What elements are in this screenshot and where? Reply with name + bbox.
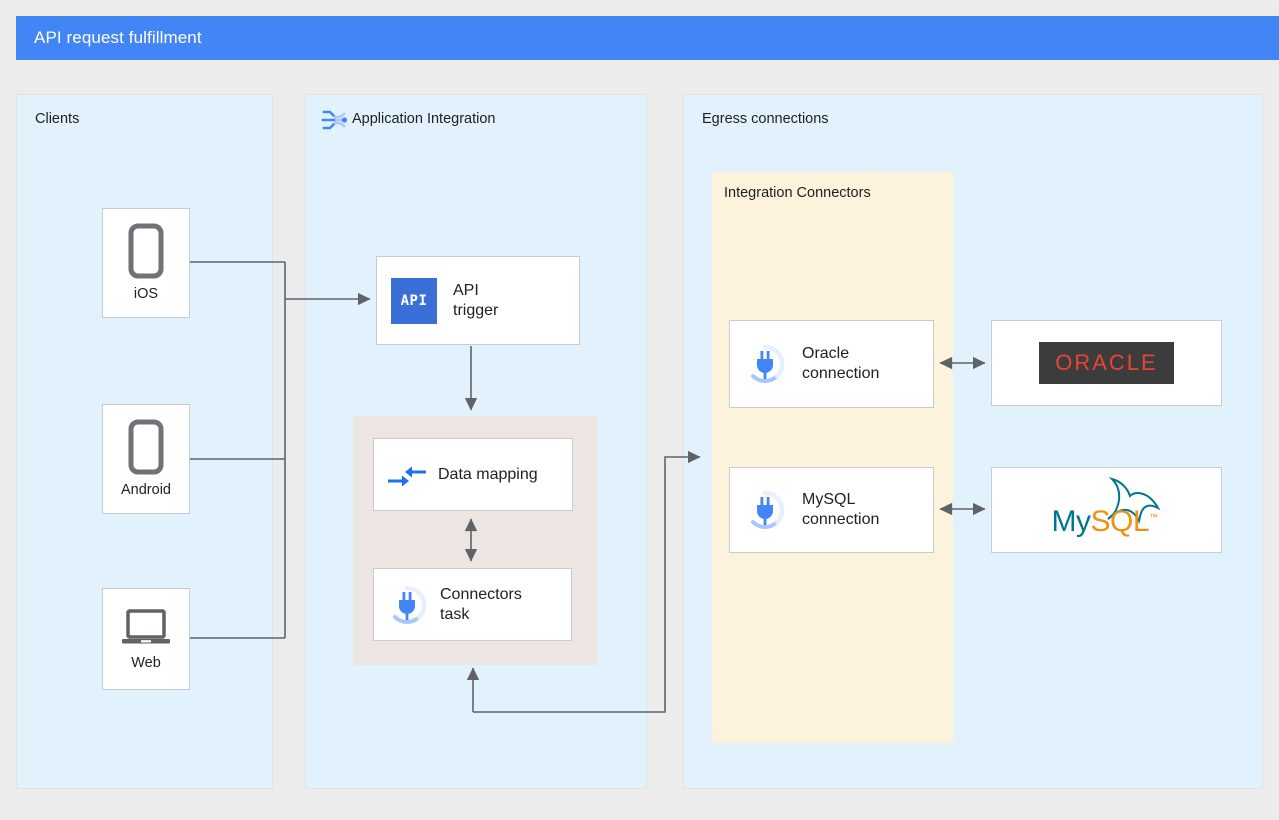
mysql-logo: MySQL™ xyxy=(1032,475,1182,545)
panel-clients-label: Clients xyxy=(35,111,80,127)
oracle-backend-card: ORACLE xyxy=(991,320,1222,406)
phone-icon xyxy=(124,223,168,281)
mysql-logo-text-sql: SQL xyxy=(1090,505,1150,538)
mysql-dolphin-icon xyxy=(1100,475,1162,530)
mysql-connection-label: MySQL connection xyxy=(802,491,880,528)
api-badge-icon: API xyxy=(391,277,437,324)
oracle-logo: ORACLE xyxy=(1039,342,1174,384)
oracle-connection-card[interactable]: Oracle connection xyxy=(729,320,934,408)
connectors-task-card[interactable]: Connectors task xyxy=(373,568,572,641)
client-card-ios-label: iOS xyxy=(133,285,159,302)
client-card-web[interactable]: Web xyxy=(102,588,190,690)
panel-application-integration-label: Application Integration xyxy=(352,111,496,127)
data-mapping-card[interactable]: Data mapping xyxy=(373,438,573,511)
connector-plug-icon xyxy=(384,585,430,625)
data-mapping-label: Data mapping xyxy=(438,465,538,483)
mysql-logo-trademark: ™ xyxy=(1149,512,1158,522)
phone-icon xyxy=(124,419,168,477)
mysql-logo-text: MySQL™ xyxy=(1051,505,1159,539)
mysql-backend-card: MySQL™ xyxy=(991,467,1222,553)
laptop-icon xyxy=(119,606,173,650)
client-card-android[interactable]: Android xyxy=(102,404,190,514)
connectors-task-label: Connectors task xyxy=(440,585,522,623)
application-integration-icon xyxy=(320,105,350,135)
connector-plug-icon xyxy=(742,490,788,530)
mysql-logo-text-my: My xyxy=(1051,505,1092,538)
oracle-logo-text: ORACLE xyxy=(1055,350,1158,375)
api-badge-text: API xyxy=(400,292,428,309)
integration-connectors-label: Integration Connectors xyxy=(724,185,871,201)
page-title-bar: API request fulfillment xyxy=(16,16,1279,60)
client-card-web-label: Web xyxy=(131,654,161,671)
integration-connectors-group: Integration Connectors xyxy=(712,172,953,743)
data-mapping-arrows-icon xyxy=(384,458,430,492)
connector-plug-icon xyxy=(742,344,788,384)
client-card-ios[interactable]: iOS xyxy=(102,208,190,318)
api-trigger-card[interactable]: API API trigger xyxy=(376,256,580,345)
panel-egress-label: Egress connections xyxy=(702,111,829,127)
api-trigger-label: API trigger xyxy=(453,281,499,319)
page-title: API request fulfillment xyxy=(34,28,202,47)
mysql-connection-card[interactable]: MySQL connection xyxy=(729,467,934,553)
client-card-android-label: Android xyxy=(121,481,171,498)
oracle-connection-label: Oracle connection xyxy=(802,345,880,382)
